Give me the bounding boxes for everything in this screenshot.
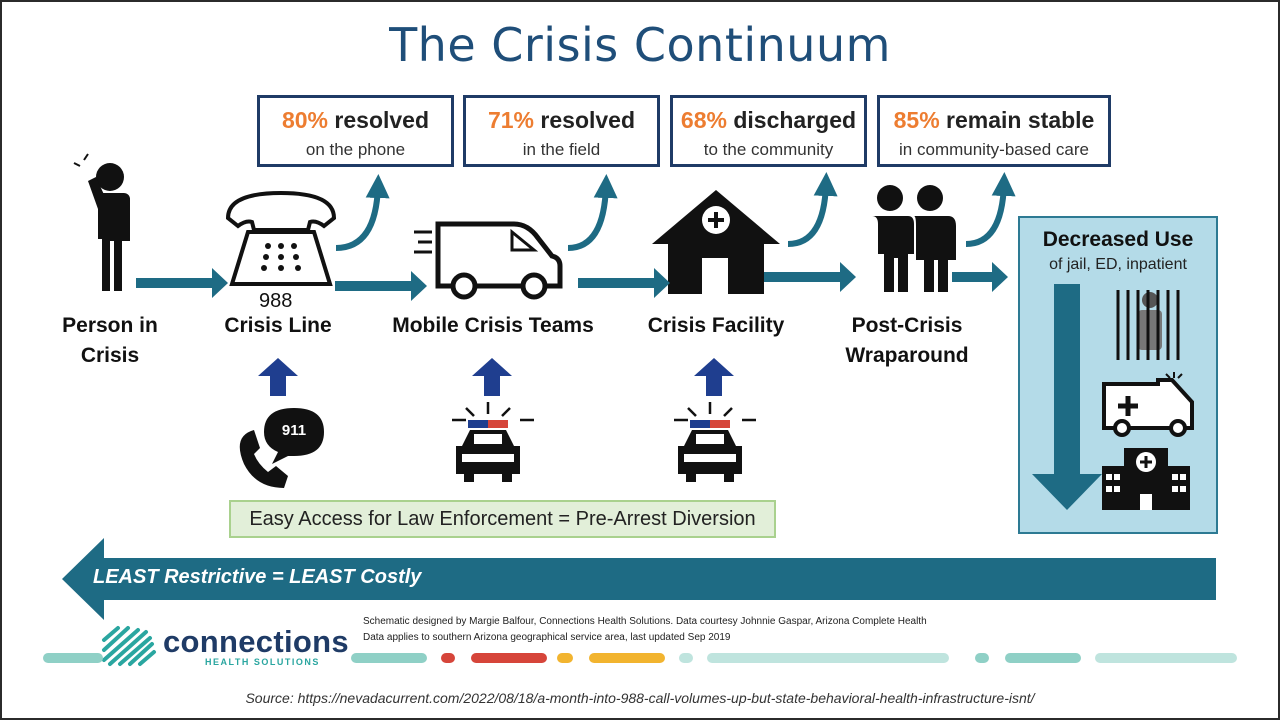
logo-mark-icon <box>102 626 156 666</box>
stage-post-label: Post-Crisis Wraparound <box>845 314 969 367</box>
stat-percent: 71% <box>487 107 535 133</box>
credit-line-1: Schematic designed by Margie Balfour, Co… <box>363 616 927 627</box>
curved-arrows <box>335 172 1016 251</box>
decreased-use-title: Decreased Use <box>1042 228 1194 251</box>
decreased-use-panel: Decreased Use of jail, ED, inpatient <box>1018 216 1218 534</box>
source-caption: Source: https://nevadacurrent.com/2022/0… <box>245 690 1035 706</box>
stat-sub: on the phone <box>305 140 406 159</box>
least-restrictive-arrow <box>62 538 1216 620</box>
logo-wordmark: connections <box>163 624 349 659</box>
house-icon <box>652 190 780 294</box>
stage-person-label: Person in Crisis <box>62 314 158 367</box>
stat-sub: in the field <box>522 140 601 159</box>
call-911-label: 911 <box>281 422 307 439</box>
telephone-icon <box>225 190 337 286</box>
stat-box-stable: 85% remain stable in community-based car… <box>877 95 1111 167</box>
decreased-use-sub: of jail, ED, inpatient <box>1049 256 1187 273</box>
stage-facility-label: Crisis Facility <box>647 314 785 337</box>
stat-box-discharged: 68% discharged to the community <box>670 95 867 167</box>
stat-sub: in community-based care <box>899 140 1089 159</box>
stat-label: discharged <box>726 107 857 133</box>
stage-mobile-label: Mobile Crisis Teams <box>392 314 594 337</box>
stat-box-field: 71% resolved in the field <box>463 95 660 167</box>
police-car-icon <box>674 402 756 482</box>
stat-percent: 68% <box>680 107 727 133</box>
law-enforcement-box: Easy Access for Law Enforcement = Pre-Ar… <box>229 500 776 538</box>
stat-label: resolved <box>328 107 430 133</box>
van-icon <box>414 221 563 300</box>
up-arrows <box>258 358 734 396</box>
stat-percent: 80% <box>281 107 329 133</box>
banner-label: LEAST Restrictive = LEAST Costly <box>93 566 422 588</box>
flow-arrows <box>136 262 1008 301</box>
stat-box-phone: 80% resolved on the phone <box>257 95 454 167</box>
number-988: 988 <box>259 290 293 312</box>
people-icon <box>872 185 956 292</box>
police-car-icon <box>452 402 534 482</box>
stat-label: remain stable <box>939 107 1095 133</box>
credit-line-2: Data applies to southern Arizona geograp… <box>363 632 731 643</box>
logo-subtitle: HEALTH SOLUTIONS <box>205 657 320 667</box>
page-title: The Crisis Continuum <box>389 18 891 72</box>
phone-911-icon <box>239 408 324 488</box>
stat-percent: 85% <box>893 107 940 133</box>
person-icon <box>73 153 130 291</box>
stat-label: resolved <box>534 107 636 133</box>
stat-sub: to the community <box>703 140 834 159</box>
stage-crisis-line-label: Crisis Line <box>224 314 332 337</box>
